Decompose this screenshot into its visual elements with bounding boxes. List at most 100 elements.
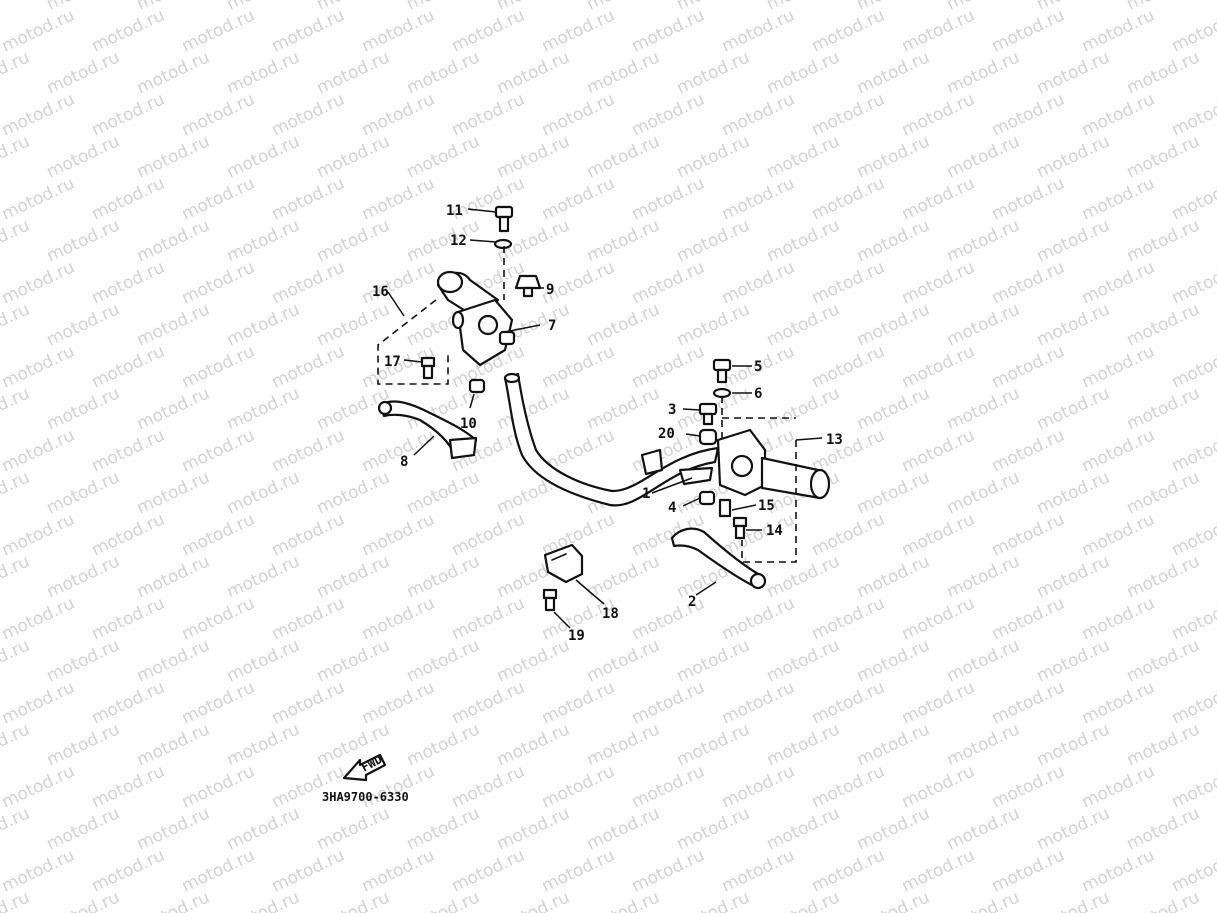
watermark-text: motod.ru: [89, 677, 168, 728]
watermark-text: motod.ru: [989, 173, 1068, 224]
watermark-text: motod.ru: [134, 299, 213, 350]
watermark-text: motod.ru: [899, 761, 978, 812]
watermark-text: motod.ru: [809, 425, 888, 476]
watermark-text: motod.ru: [89, 845, 168, 896]
washer-6: [712, 387, 732, 399]
watermark-text: motod.ru: [179, 845, 258, 896]
watermark-text: motod.ru: [1079, 845, 1158, 896]
watermark-text: motod.ru: [539, 845, 618, 896]
watermark-text: motod.ru: [809, 593, 888, 644]
screw-19: [542, 588, 558, 612]
watermark-text: motod.ru: [224, 635, 303, 686]
watermark-text: motod.ru: [989, 89, 1068, 140]
watermark-text: motod.ru: [719, 761, 798, 812]
watermark-text: motod.ru: [944, 803, 1023, 854]
watermark-text: motod.ru: [0, 761, 78, 812]
callout-13: 13: [826, 432, 843, 448]
bolt-3: [698, 402, 718, 426]
watermark-text: motod.ru: [179, 425, 258, 476]
callout-2: 2: [688, 594, 696, 610]
callout-7: 7: [548, 318, 556, 334]
watermark-text: motod.ru: [134, 215, 213, 266]
lever-left: [377, 400, 478, 460]
bolt-11: [494, 205, 514, 233]
watermark-text: motod.ru: [539, 341, 618, 392]
watermark-text: motod.ru: [314, 803, 393, 854]
watermark-text: motod.ru: [449, 89, 528, 140]
watermark-text: motod.ru: [134, 887, 213, 913]
watermark-text: motod.ru: [134, 131, 213, 182]
watermark-text: motod.ru: [269, 89, 348, 140]
watermark-text: motod.ru: [0, 173, 78, 224]
watermark-text: motod.ru: [1124, 803, 1203, 854]
watermark-text: motod.ru: [269, 173, 348, 224]
watermark-text: motod.ru: [989, 509, 1068, 560]
watermark-text: motod.ru: [269, 845, 348, 896]
watermark-text: motod.ru: [224, 551, 303, 602]
callout-11: 11: [446, 203, 463, 219]
watermark-text: motod.ru: [674, 215, 753, 266]
collar-20: [698, 428, 718, 446]
watermark-text: motod.ru: [0, 635, 33, 686]
watermark-text: motod.ru: [854, 299, 933, 350]
watermark-text: motod.ru: [989, 593, 1068, 644]
watermark-text: motod.ru: [899, 677, 978, 728]
watermark-text: motod.ru: [269, 761, 348, 812]
watermark-text: motod.ru: [44, 383, 123, 434]
watermark-text: motod.ru: [449, 5, 528, 56]
callout-9: 9: [546, 282, 554, 298]
watermark-text: motod.ru: [0, 341, 78, 392]
watermark-text: motod.ru: [719, 845, 798, 896]
watermark-text: motod.ru: [1214, 215, 1217, 266]
watermark-text: motod.ru: [1124, 215, 1203, 266]
watermark-text: motod.ru: [44, 635, 123, 686]
watermark-text: motod.ru: [539, 89, 618, 140]
watermark-text: motod.ru: [89, 593, 168, 644]
watermark-text: motod.ru: [539, 173, 618, 224]
watermark-text: motod.ru: [899, 509, 978, 560]
watermark-text: motod.ru: [269, 593, 348, 644]
washer-12: [493, 238, 513, 250]
watermark-text: motod.ru: [1214, 803, 1217, 854]
watermark-text: motod.ru: [359, 425, 438, 476]
watermark-text: motod.ru: [1079, 173, 1158, 224]
watermark-text: motod.ru: [179, 173, 258, 224]
watermark-text: motod.ru: [134, 551, 213, 602]
watermark-text: motod.ru: [404, 467, 483, 518]
callout-14: 14: [766, 523, 783, 539]
watermark-text: motod.ru: [0, 593, 78, 644]
watermark-text: motod.ru: [0, 47, 33, 98]
watermark-text: motod.ru: [854, 467, 933, 518]
watermark-text: motod.ru: [674, 719, 753, 770]
screw-14: [732, 516, 748, 540]
callout-5: 5: [754, 359, 762, 375]
watermark-text: motod.ru: [179, 677, 258, 728]
watermark-text: motod.ru: [809, 509, 888, 560]
watermark-text: motod.ru: [719, 89, 798, 140]
watermark-text: motod.ru: [314, 47, 393, 98]
watermark-text: motod.ru: [89, 425, 168, 476]
callout-15: 15: [758, 498, 775, 514]
watermark-text: motod.ru: [899, 257, 978, 308]
watermark-text: motod.ru: [1214, 131, 1217, 182]
watermark-text: motod.ru: [944, 467, 1023, 518]
watermark-text: motod.ru: [719, 509, 798, 560]
master-cylinder: [678, 428, 767, 497]
watermark-text: motod.ru: [224, 299, 303, 350]
watermark-text: motod.ru: [269, 257, 348, 308]
nut-10: [468, 378, 486, 394]
watermark-text: motod.ru: [359, 257, 438, 308]
watermark-text: motod.ru: [899, 425, 978, 476]
screw-15: [718, 498, 732, 518]
watermark-text: motod.ru: [1079, 341, 1158, 392]
watermark-text: motod.ru: [404, 887, 483, 913]
watermark-text: motod.ru: [44, 215, 123, 266]
watermark-text: motod.ru: [0, 131, 33, 182]
nut-4: [698, 490, 716, 506]
watermark-text: motod.ru: [494, 719, 573, 770]
watermark-text: motod.ru: [944, 635, 1023, 686]
watermark-text: motod.ru: [224, 383, 303, 434]
watermark-text: motod.ru: [179, 761, 258, 812]
watermark-text: motod.ru: [0, 5, 78, 56]
